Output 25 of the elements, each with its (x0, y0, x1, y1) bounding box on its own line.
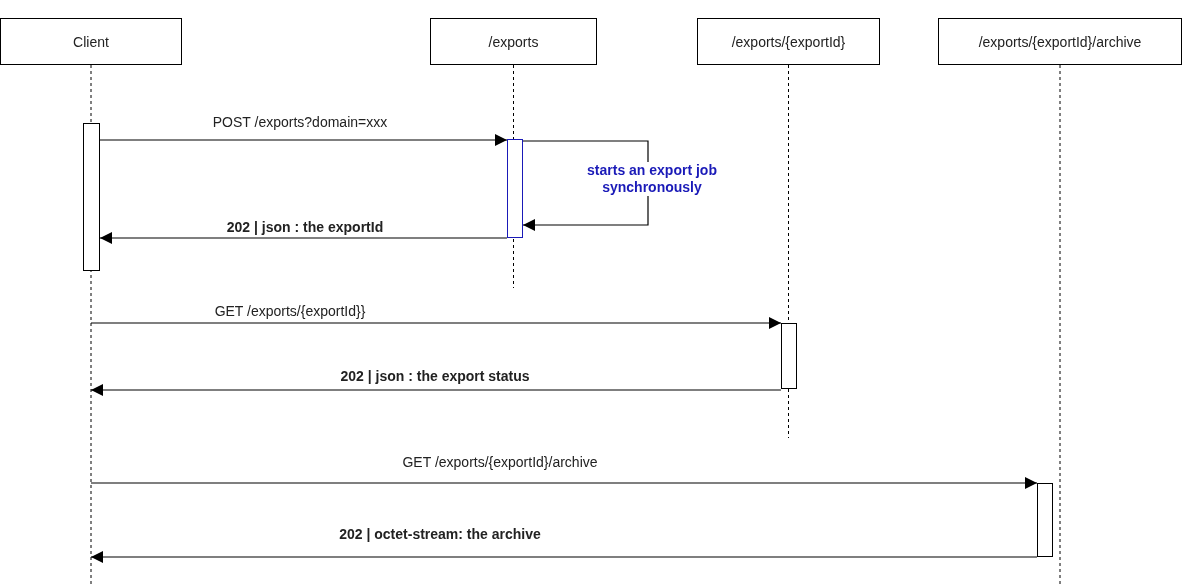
participant-name: Client (73, 33, 109, 50)
participant-box (430, 18, 597, 65)
message-arrow (90, 477, 1038, 489)
message-arrow (99, 232, 508, 244)
self-message-arrow (522, 140, 649, 231)
message-arrow (90, 317, 782, 329)
message-arrow (90, 384, 782, 396)
participant-box (0, 18, 182, 65)
activation-bar (507, 139, 523, 238)
edge-label: POST /exports?domain=xxx (212, 114, 388, 131)
participant-box (697, 18, 880, 65)
edge-label: 202 | json : the exportId (226, 219, 384, 236)
message-arrow (99, 134, 508, 146)
message-arrow (90, 551, 1038, 563)
activation-bar (1037, 483, 1053, 557)
activation-bar (781, 323, 797, 389)
edge-label: GET /exports/{exportId}} (214, 303, 366, 320)
participant-name: /exports/{exportId} (731, 33, 846, 50)
edge-label: GET /exports/{exportId}/archive (402, 454, 598, 471)
edge-label: 202 | json : the export status (340, 368, 530, 385)
participant-name: /exports/{exportId}/archive (978, 33, 1142, 50)
edge-label: 202 | octet-stream: the archive (339, 526, 541, 543)
activation-bar (83, 123, 100, 271)
participant-name: /exports (488, 33, 539, 50)
participant-box (938, 18, 1182, 65)
